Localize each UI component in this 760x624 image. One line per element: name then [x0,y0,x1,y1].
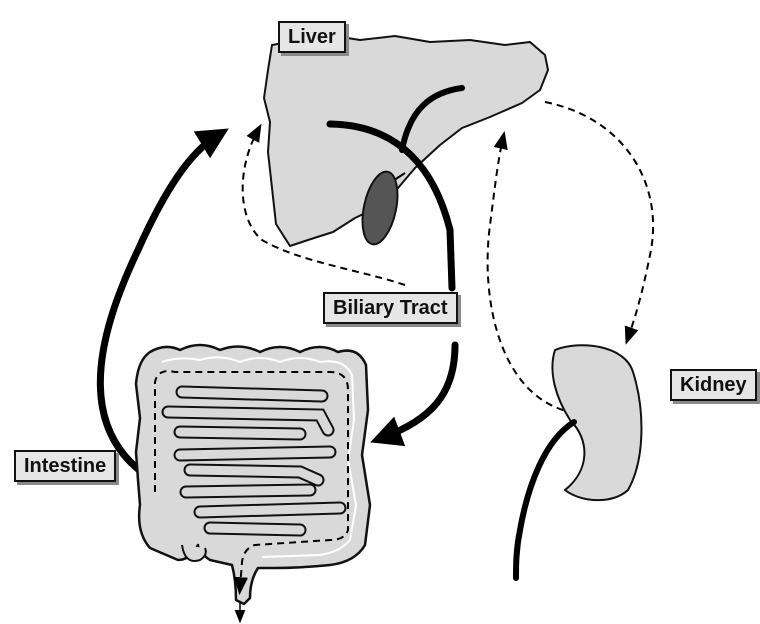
ureter [516,422,574,578]
kidney-label: Kidney [670,369,757,401]
biliary-tract-label: Biliary Tract [323,292,458,324]
liver-to-kidney-dashed [545,102,653,338]
intestine-label: Intestine [14,450,116,482]
biliary-to-intestine-arrow [382,345,455,438]
liver-label: Liver [278,21,346,53]
kidney-shape [552,345,641,500]
intestine-group [136,345,370,604]
